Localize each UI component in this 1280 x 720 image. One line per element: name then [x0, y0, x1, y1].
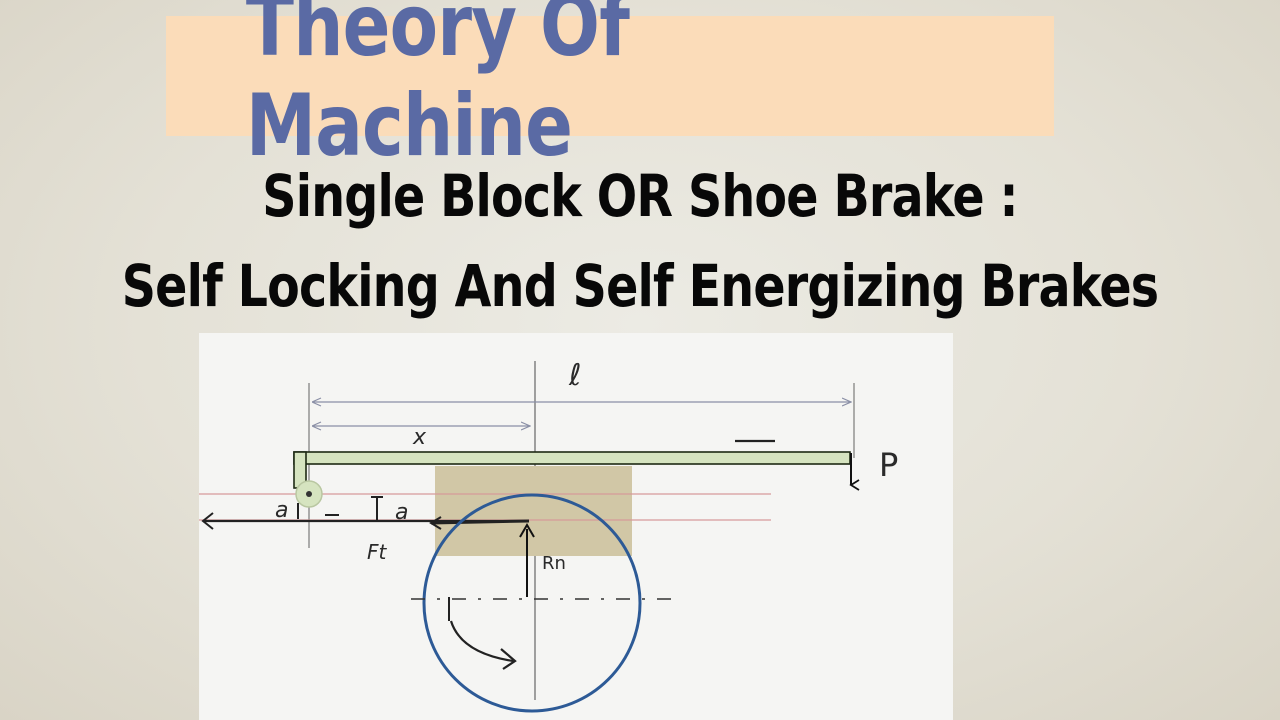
label-normal-reaction: Rn [542, 553, 566, 574]
label-force-p: P [879, 446, 898, 484]
label-offset-a2: a [395, 500, 408, 525]
tangential-force-arrow [430, 519, 530, 525]
subtitle-line-2: Self Locking And Self Energizing Brakes [121, 252, 1159, 320]
label-tangential-force: Ft [367, 540, 388, 564]
brake-diagram-panel: ℓ x P a a Ft [199, 333, 953, 720]
brake-shoe [435, 466, 632, 556]
brake-drum [422, 493, 642, 713]
tangential-arrow-head [429, 516, 442, 530]
normal-reaction-head [519, 523, 535, 538]
label-pivot-distance: x [412, 425, 427, 450]
subtitle-line-1: Single Block OR Shoe Brake : [262, 162, 1018, 230]
fulcrum-center [306, 491, 312, 497]
lever-arm [293, 451, 851, 465]
label-offset-a1: a [275, 498, 288, 523]
title-banner: Theory Of Machine [166, 0, 1054, 176]
label-lever-length: ℓ [568, 358, 581, 393]
friction-arrow-head [201, 512, 214, 530]
brake-diagram: ℓ x P a a Ft [199, 358, 898, 713]
rotation-arrow [449, 620, 514, 663]
rotation-arrow-head [500, 648, 517, 670]
page-title: Theory Of Machine [245, 0, 630, 176]
